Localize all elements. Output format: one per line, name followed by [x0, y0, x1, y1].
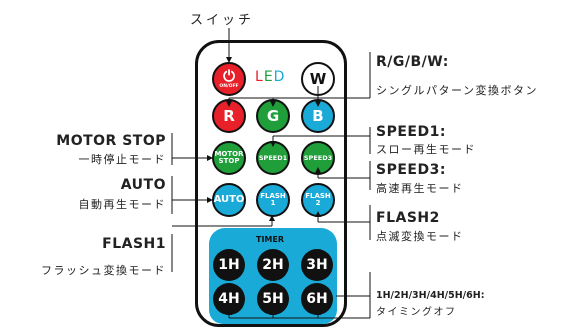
speed1-heading: SPEED1: [376, 124, 446, 140]
rgbw-desc: シングルパターン変換ボタン [376, 84, 538, 97]
timer-1h-button[interactable]: 1H [213, 249, 245, 281]
led-letter-e: E [263, 69, 274, 85]
flash2-label-line2: 2 [315, 199, 321, 207]
timer-label: TIMER [256, 235, 285, 244]
flash2-button[interactable]: FLASH 2 [301, 183, 335, 217]
timer-4h-button[interactable]: 4H [213, 283, 245, 315]
rgbw-heading: R/G/B/W: [376, 54, 449, 70]
timer-desc: タイミングオフ [376, 307, 457, 318]
flash1-heading: FLASH1 [102, 236, 166, 252]
led-letter-d: D [273, 69, 286, 85]
speed3-desc: 高速再生モード [376, 182, 464, 195]
r-button[interactable]: R [212, 99, 246, 133]
flash1-label-line2: 1 [270, 199, 276, 207]
timer-heading: 1H/2H/3H/4H/5H/6H: [376, 290, 485, 301]
led-letter-l: L [255, 69, 264, 85]
flash2-desc: 点滅変換モード [376, 230, 464, 243]
timer-3h-button[interactable]: 3H [301, 249, 333, 281]
speed1-button[interactable]: SPEED1 [256, 141, 290, 175]
led-label: LED [255, 69, 285, 85]
auto-button[interactable]: AUTO [212, 183, 246, 217]
b-button[interactable]: B [301, 99, 335, 133]
motor-stop-desc: 一時停止モード [78, 153, 166, 166]
flash2-label-line1: FLASH [305, 192, 331, 200]
speed3-button[interactable]: SPEED3 [301, 141, 335, 175]
flash1-button[interactable]: FLASH 1 [256, 183, 290, 217]
speed3-heading: SPEED3: [376, 162, 446, 178]
motor-stop-heading: MOTOR STOP [56, 133, 166, 149]
motor-stop-label-line2: STOP [218, 157, 240, 165]
power-button[interactable]: ⏻ ON/OFF [212, 62, 246, 96]
flash1-label-line1: FLASH [260, 192, 286, 200]
motor-stop-button[interactable]: MOTOR STOP [212, 141, 246, 175]
speed1-desc: スロー再生モード [376, 143, 476, 156]
timer-5h-button[interactable]: 5H [257, 283, 289, 315]
timer-6h-button[interactable]: 6H [301, 283, 333, 315]
w-button[interactable]: W [301, 62, 335, 96]
motor-stop-label-line1: MOTOR [214, 150, 244, 158]
power-icon: ⏻ [223, 66, 235, 85]
flash1-desc: フラッシュ変換モード [41, 264, 166, 277]
switch-title: スイッチ [190, 13, 255, 28]
g-button[interactable]: G [256, 99, 290, 133]
power-button-label: ON/OFF [219, 83, 239, 89]
auto-desc: 自動再生モード [78, 198, 166, 211]
auto-heading: AUTO [120, 177, 166, 193]
flash2-heading: FLASH2 [376, 210, 440, 226]
timer-2h-button[interactable]: 2H [257, 249, 289, 281]
